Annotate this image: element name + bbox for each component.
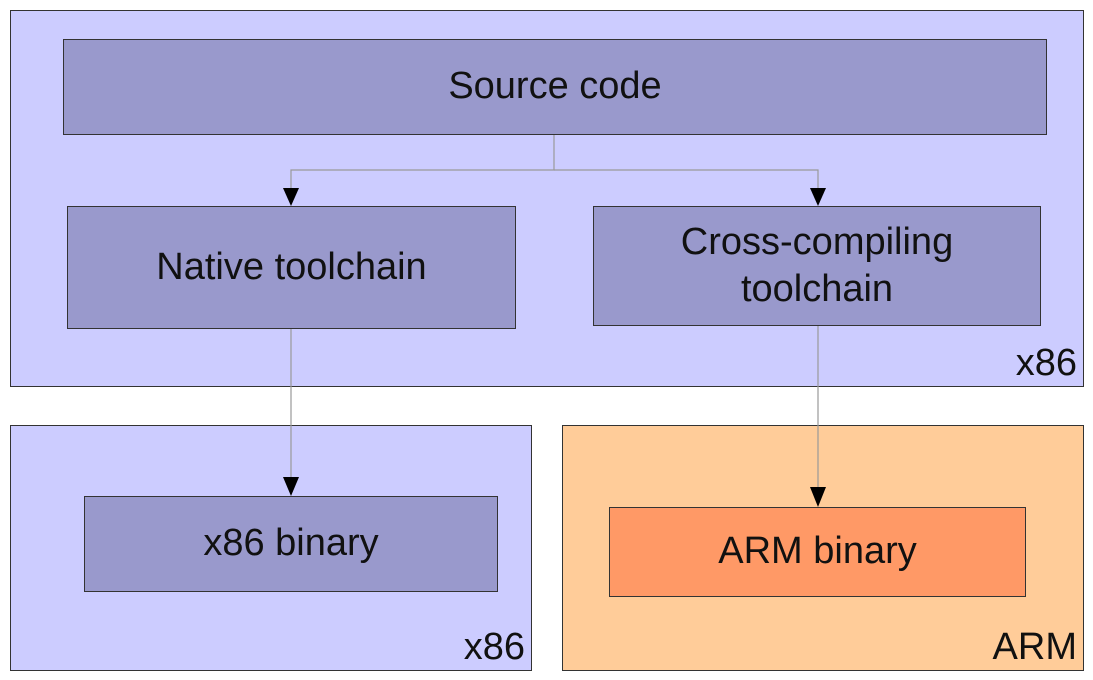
source-code-box: Source code bbox=[63, 39, 1047, 135]
native-toolchain-label: Native toolchain bbox=[156, 245, 427, 288]
arm-target-region-label: ARM bbox=[992, 626, 1077, 668]
host-region-label: x86 bbox=[1015, 342, 1077, 384]
x86-binary-box: x86 binary bbox=[84, 496, 498, 592]
arm-binary-box: ARM binary bbox=[609, 507, 1026, 597]
arm-binary-label: ARM binary bbox=[718, 530, 917, 573]
native-toolchain-box: Native toolchain bbox=[67, 206, 516, 329]
cross-compiling-toolchain-label: Cross-compiling toolchain bbox=[680, 220, 954, 311]
source-code-label: Source code bbox=[448, 65, 662, 108]
x86-binary-label: x86 binary bbox=[203, 522, 379, 565]
native-target-region-label: x86 bbox=[463, 626, 525, 668]
cross-compiling-toolchain-box: Cross-compiling toolchain bbox=[593, 206, 1041, 326]
